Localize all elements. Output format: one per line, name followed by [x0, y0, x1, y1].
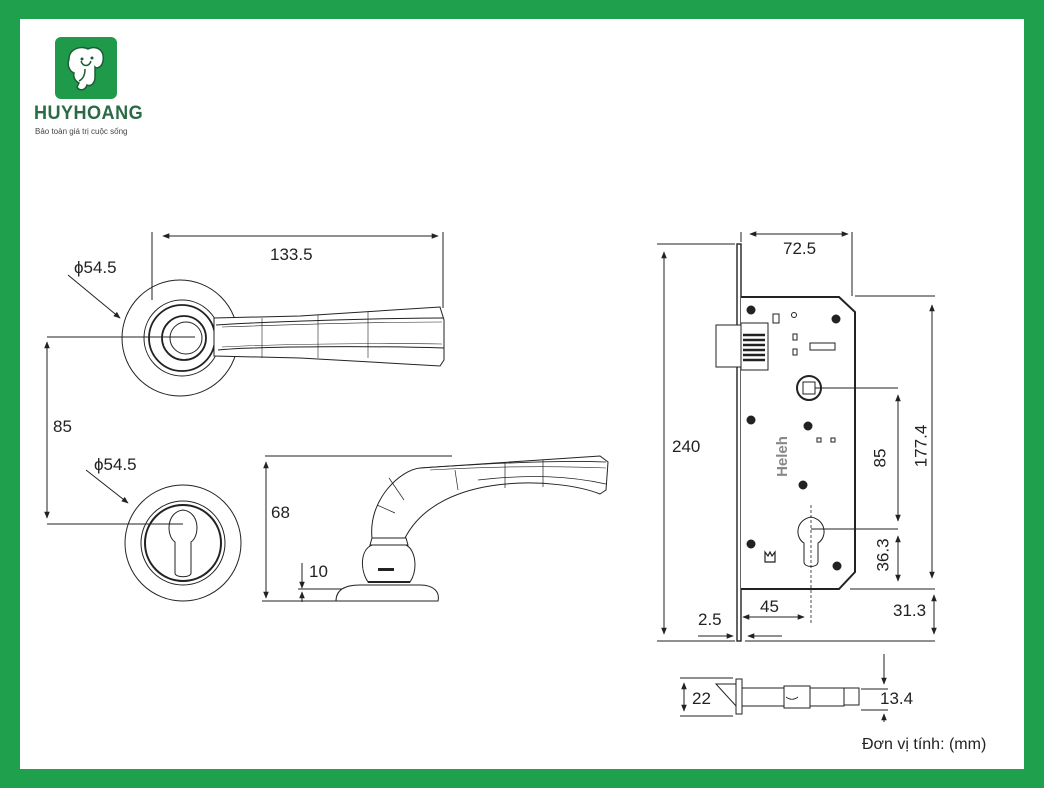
lock-width-label: 72.5 [783, 239, 817, 258]
rose-diameter-label: ϕ54.5 [74, 258, 117, 277]
mortise-lock-view [657, 231, 937, 642]
escutcheon-diameter-label: ϕ54.5 [94, 455, 137, 474]
body-height-label: 177.4 [911, 424, 931, 468]
handle-front-view [47, 232, 445, 397]
latch-height-label: 22 [692, 689, 711, 708]
brand-tagline: Bảo toàn giá trị cuộc sống [35, 127, 128, 136]
unit-note: Đơn vị tính: (mm) [862, 736, 987, 753]
faceplate-height-label: 240 [672, 437, 701, 456]
center-distance-label: 85 [870, 448, 890, 468]
handle-length-label: 133.5 [270, 245, 313, 264]
elephant-icon [67, 46, 104, 91]
backset-label: 45 [760, 597, 779, 616]
lock-brand-mark: Heleh [773, 436, 791, 477]
brand-name: HUYHOANG [34, 103, 144, 124]
latch-thickness-label: 13.4 [880, 689, 914, 708]
rose-thickness-label: 10 [309, 562, 328, 581]
brand-logo [55, 37, 117, 99]
handle-side-view [262, 455, 609, 602]
drawing-frame [20, 19, 1024, 769]
handle-height-label: 68 [271, 503, 290, 522]
faceplate-thickness-label: 2.5 [698, 610, 722, 629]
body-bottom-offset-label: 31.3 [893, 601, 927, 620]
latch-view [680, 654, 888, 722]
cylinder-offset-label: 36.3 [873, 538, 893, 572]
handle-spacing-label: 85 [53, 417, 72, 436]
escutcheon-view [47, 469, 242, 602]
